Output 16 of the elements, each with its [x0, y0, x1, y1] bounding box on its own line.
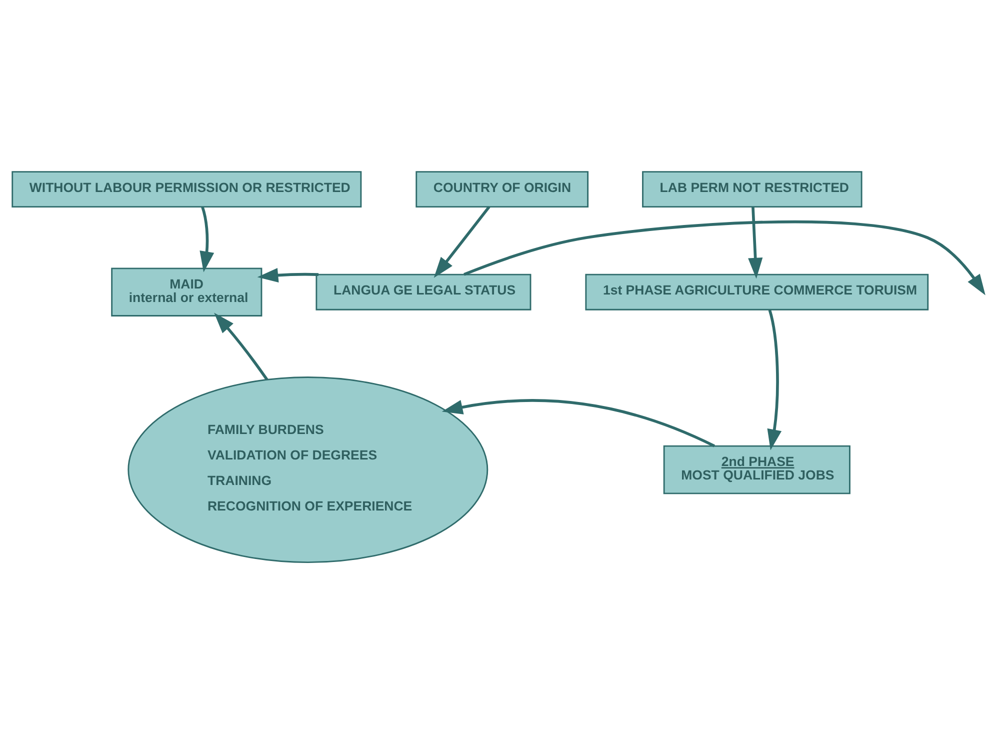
node-box: LAB PERM NOT RESTRICTED	[642, 171, 862, 208]
node-box: COUNTRY OF ORIGIN	[416, 171, 589, 208]
arrow	[214, 312, 268, 381]
arrow	[442, 399, 715, 448]
arrow	[257, 268, 319, 282]
arrow	[767, 310, 782, 450]
node-box: LANGUA GE LEGAL STATUS	[316, 274, 532, 310]
node-box: WITHOUT LABOUR PERMISSION OR RESTRICTED	[12, 171, 362, 208]
node-box: 1st PHASE AGRICULTURE COMMERCE TORUISM	[585, 274, 929, 310]
node-box: MAID internal or external	[111, 268, 262, 316]
arrow	[748, 206, 763, 279]
node-box: 2nd PHASE MOST QUALIFIED JOBS	[663, 445, 850, 494]
arrow	[434, 206, 490, 278]
node-ellipse: FAMILY BURDENS VALIDATION OF DEGREES TRAINING RECOGNITION OF EXPERIENCE	[128, 376, 488, 563]
arrow	[464, 220, 986, 296]
arrow	[200, 206, 214, 272]
